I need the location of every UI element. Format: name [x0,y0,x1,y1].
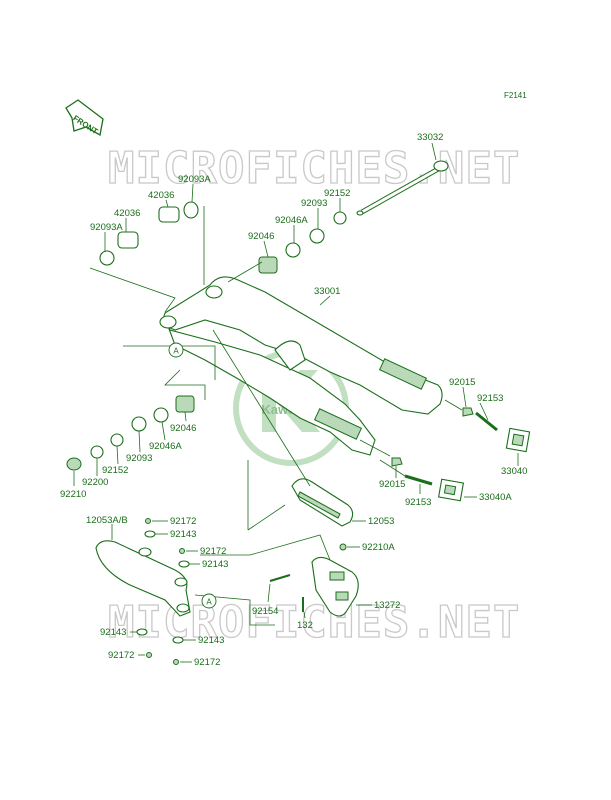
label-33040a: 33040A [479,492,512,503]
label-42036: 42036 [114,208,140,219]
bolt-92153-mid [404,474,433,486]
callout-a: A [168,342,184,358]
collar-92152-top [333,211,347,225]
washer-92143-3 [136,628,148,636]
sleeve-92210 [66,457,82,471]
label-12053: 12053 [368,516,394,527]
label-92200: 92200 [82,477,108,488]
bearing-92046-top [258,256,278,274]
chain-slider-12053 [291,478,354,527]
label-33001: 33001 [314,286,340,297]
bearing-92046-low [175,395,195,413]
label-92143-1: 92143 [170,529,196,540]
label-42036-top: 42036 [148,190,174,201]
bolt-92172-1 [145,518,151,524]
chain-guide-12053ab [95,540,191,617]
label-92046a-top: 92046A [275,215,308,226]
callout-a-label: A [173,347,179,356]
collar-92152-low [110,433,124,447]
label-92172-4: 92172 [194,657,220,668]
leader-lines [73,183,519,663]
label-92143-3: 92143 [100,627,126,638]
seal-92093-low [131,416,147,432]
front-arrow-icon: FRONT [65,99,104,136]
label-92152-top: 92152 [324,188,350,199]
seal-92093a-top [183,201,199,219]
label-92093a: 92093A [90,222,123,233]
label-92143-2: 92143 [202,559,228,570]
label-92015-right: 92015 [449,377,475,388]
bolt-92172-2 [179,548,185,554]
label-12053ab: 12053A/B [86,515,128,526]
callout-a2-label: A [206,598,212,607]
label-92093-top: 92093 [301,198,327,209]
bolt-92154 [269,574,291,582]
label-92093-low: 92093 [126,453,152,464]
label-92153-mid: 92153 [405,497,431,508]
part-labels: 33032 92093A 42036 42036 92093A 92152 92… [60,132,527,668]
label-92046-low: 92046 [170,423,196,434]
swingarm-33001 [159,276,443,456]
sleeve-92210a [339,543,347,551]
label-92210a: 92210A [362,542,395,553]
axle-33032 [356,160,449,216]
label-92046a-low: 92046A [149,441,182,452]
nut-92015-right [462,407,474,417]
seal-92093-top [309,228,325,244]
label-92153-right: 92153 [477,393,503,404]
bolt-92172-4 [173,659,179,665]
washer-92046a-top [285,242,301,258]
label-92210: 92210 [60,489,86,500]
figure-code: F2141 [504,91,527,100]
watermark-top: MICROFICHES.NET [108,143,520,194]
bushing-42036 [117,231,139,249]
seal-92093a [99,250,115,266]
label-92015-mid: 92015 [379,479,405,490]
assembly-lines [89,206,463,626]
label-92046-top: 92046 [248,231,274,242]
washer-92143-1 [144,530,156,538]
washer-92143-2 [178,560,190,568]
washer-92143-4 [172,636,184,644]
label-92154: 92154 [252,606,278,617]
bushing-42036-top [158,206,180,223]
washer-92200 [90,445,104,459]
washer-92046a-low [153,407,169,423]
label-33040: 33040 [501,466,527,477]
label-33032: 33032 [417,132,443,143]
chain-guide-13272 [311,556,359,617]
label-92172-3: 92172 [108,650,134,661]
label-92093a-top: 92093A [178,174,211,185]
label-132: 132 [297,620,313,631]
bolt-92153-right [475,411,498,432]
callout-a-2: A [201,593,217,609]
bolt-92172-3 [146,652,152,658]
label-92172-2: 92172 [200,546,226,557]
label-92152-low: 92152 [102,465,128,476]
label-92172-1: 92172 [170,516,196,527]
label-13272: 13272 [374,600,400,611]
nut-92015-mid [391,457,403,467]
label-92143-4: 92143 [198,635,224,646]
